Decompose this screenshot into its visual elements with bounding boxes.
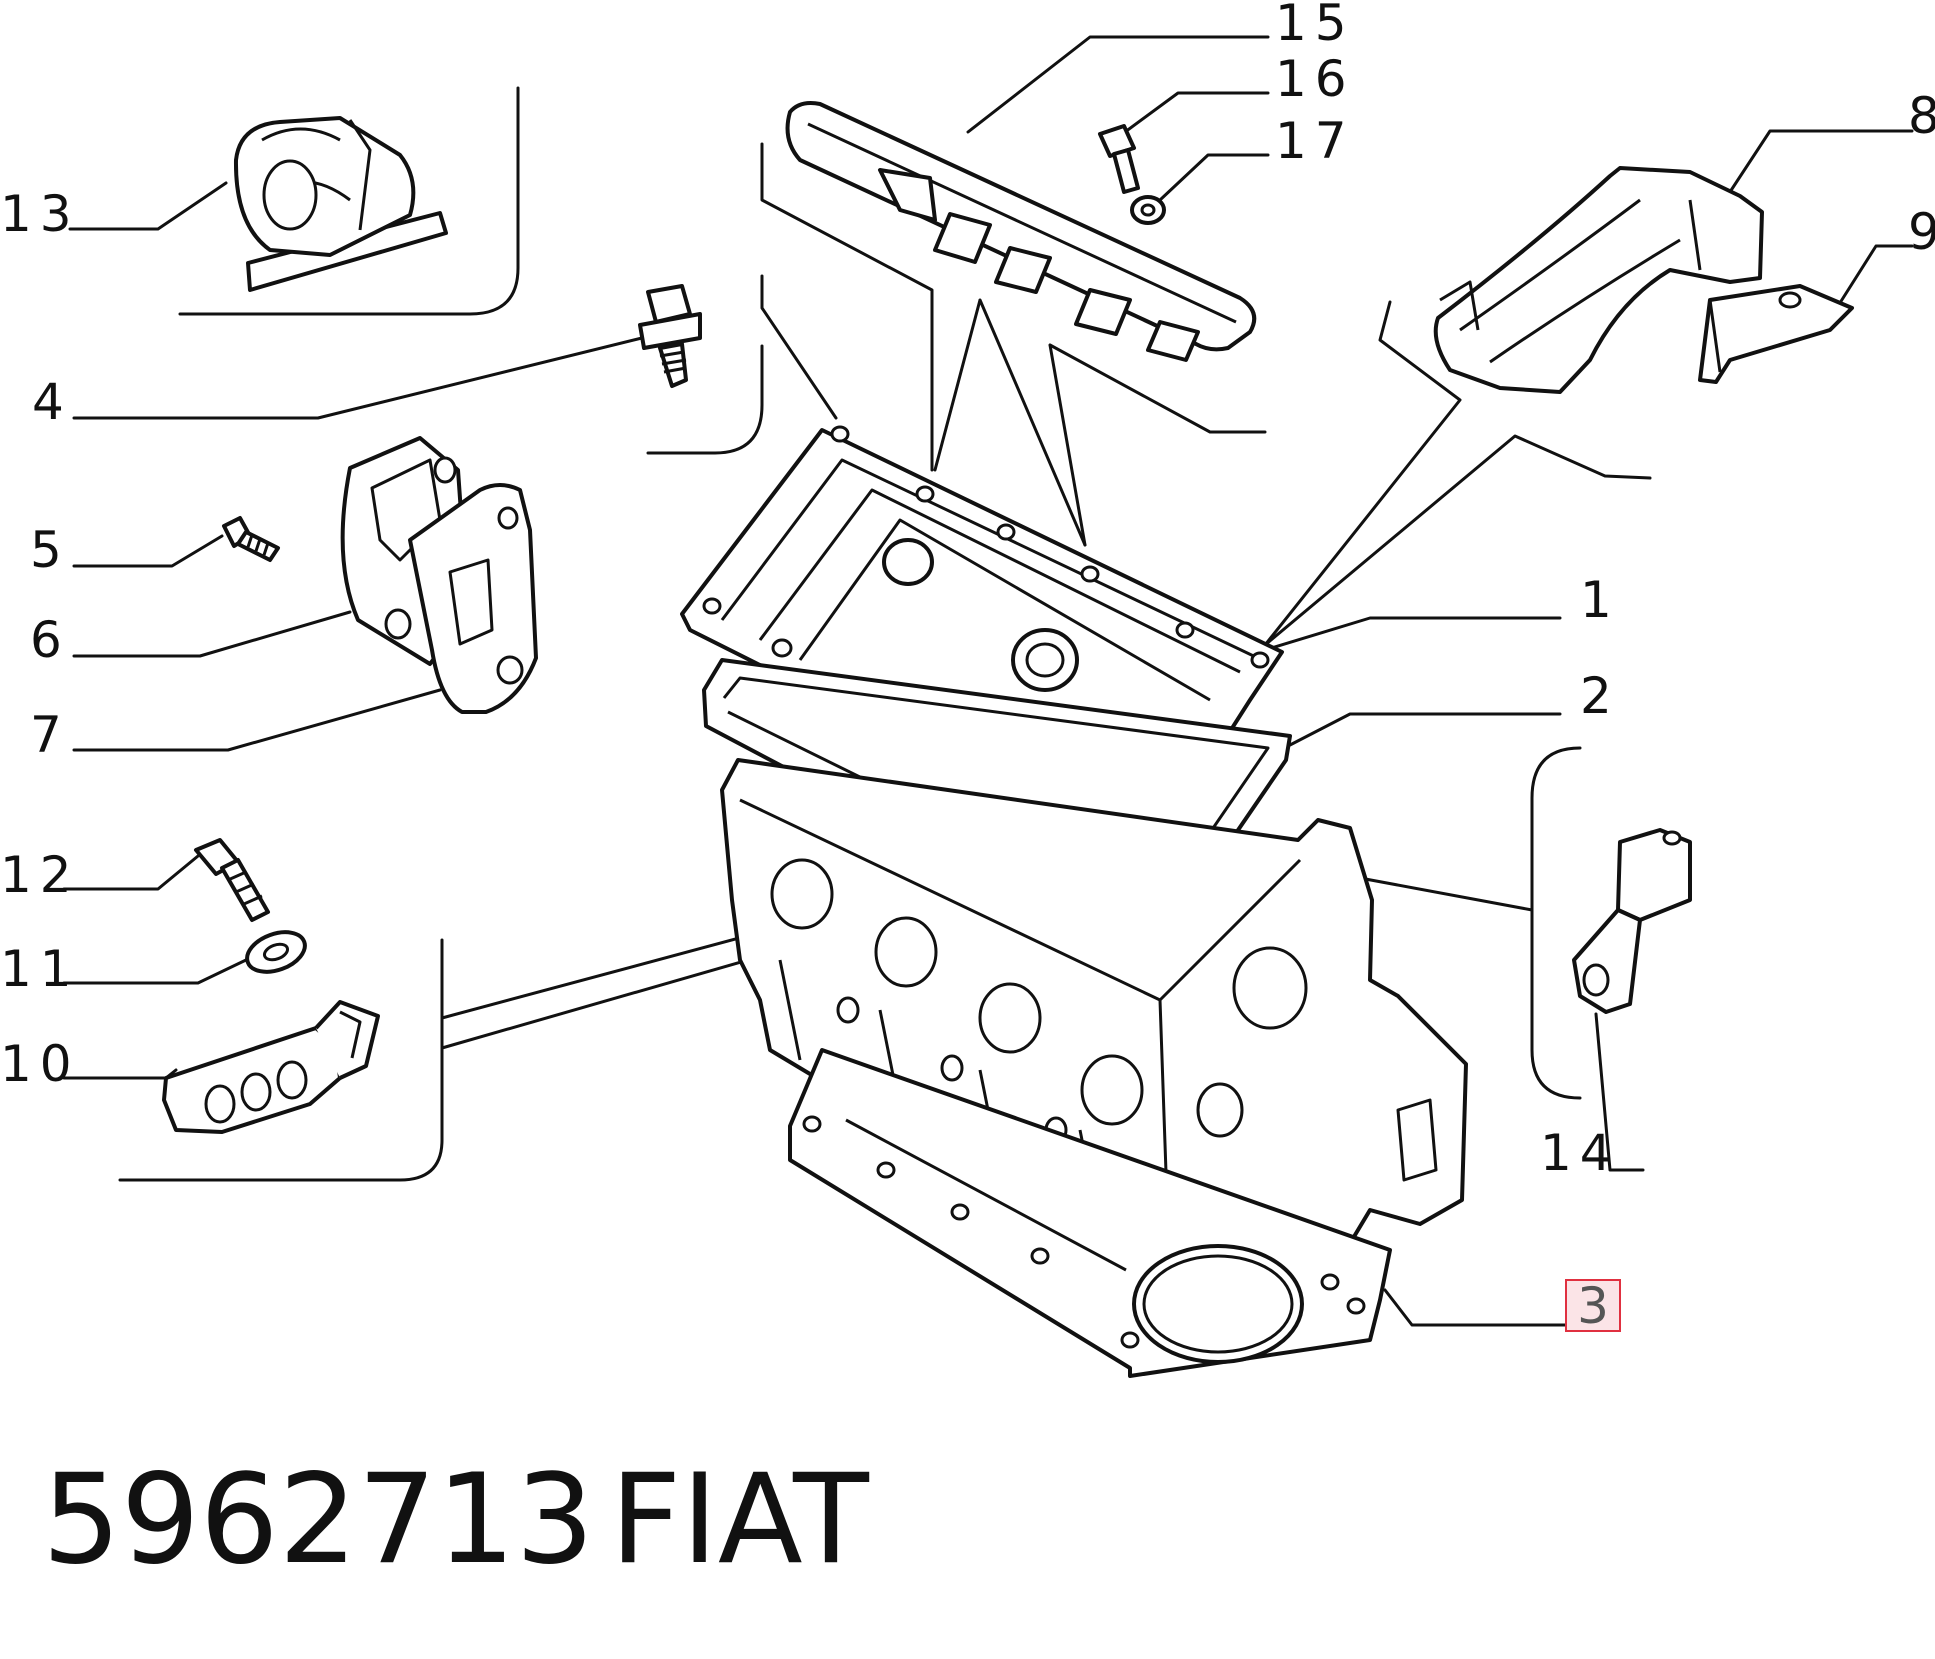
callout-labels: 15 16 17 8 9 13 4 5 6 7 1 2 12 11 10 14 … — [0, 0, 1935, 1335]
footer: 5962713 FIAT — [42, 1448, 870, 1592]
callout-13: 13 — [0, 185, 80, 243]
callout-17: 17 — [1275, 112, 1355, 170]
part-11-washer — [245, 930, 307, 974]
part-5-screw — [222, 516, 280, 562]
callout-3: 3 — [1577, 1277, 1609, 1335]
brand-name: FIAT — [610, 1448, 870, 1592]
part-16-bolt — [1098, 124, 1140, 194]
part-3-head-gasket — [788, 1048, 1392, 1378]
part-7-plate — [408, 483, 538, 714]
callout-1: 1 — [1580, 571, 1620, 629]
callout-11: 11 — [0, 940, 80, 998]
part-9-bracket — [1698, 284, 1854, 384]
part-12-bolt — [194, 838, 270, 922]
cylinder-head — [720, 758, 1468, 1282]
callout-8: 8 — [1908, 87, 1935, 145]
callout-6: 6 — [30, 611, 70, 669]
callout-16: 16 — [1275, 50, 1355, 108]
callout-4: 4 — [32, 373, 72, 431]
part-4-bolt — [638, 284, 702, 388]
callout-15: 15 — [1275, 0, 1355, 52]
callout-14: 14 — [1540, 1124, 1620, 1182]
callout-12: 12 — [0, 846, 80, 904]
callout-10: 10 — [0, 1035, 80, 1093]
part-8-duct — [1433, 166, 1764, 394]
part-number: 5962713 — [42, 1448, 594, 1592]
part-17-washer — [1130, 195, 1166, 225]
callout-5: 5 — [30, 521, 70, 579]
part-13-clip — [233, 116, 448, 292]
part-14-bracket — [1572, 828, 1692, 1014]
callout-2: 2 — [1580, 667, 1620, 725]
part-10-clamp — [162, 1000, 380, 1134]
callout-3-highlight-box — [1565, 1279, 1621, 1332]
callout-7: 7 — [30, 706, 70, 764]
part-15-fuel-rail — [785, 101, 1257, 362]
callout-9: 9 — [1908, 203, 1935, 261]
